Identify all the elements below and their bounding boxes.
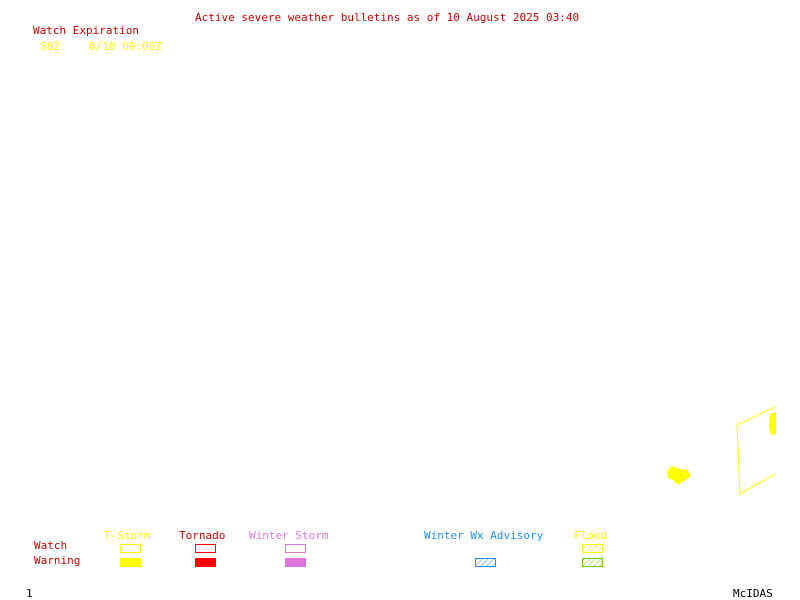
legend-winter-storm-warning-swatch xyxy=(285,558,306,567)
watch-expiration-header: Watch Expiration xyxy=(33,24,139,37)
legend-tstorm-watch-swatch xyxy=(120,544,141,553)
legend-warning-row-label: Warning xyxy=(34,554,81,567)
legend-tornado-warning-swatch xyxy=(195,558,216,567)
legend-flood-watch-swatch xyxy=(582,544,603,553)
legend-winter-wx-advisory-swatch xyxy=(475,558,496,567)
tstorm-watch-polygon xyxy=(736,406,776,495)
legend-winter-storm-watch-swatch xyxy=(285,544,306,553)
legend-tornado-label: Tornado xyxy=(179,529,226,542)
legend-winter-storm-label: Winter Storm xyxy=(249,529,329,542)
bulletin-title: Active severe weather bulletins as of 10… xyxy=(195,11,580,24)
watch-id: 582 xyxy=(40,40,60,53)
frame-number: 1 xyxy=(26,587,33,600)
tstorm-warning-area xyxy=(667,466,691,485)
legend-winter-wx-advisory-label: Winter Wx Advisory xyxy=(424,529,544,542)
legend-flood-label: Flood xyxy=(574,529,608,542)
software-label: McIDAS xyxy=(733,587,773,600)
legend-watch-row-label: Watch xyxy=(34,539,68,552)
legend-tstorm-warning-swatch xyxy=(120,558,141,567)
legend-tstorm-label: T-Storm xyxy=(104,529,151,542)
legend-flood-warning-swatch xyxy=(582,558,603,567)
tstorm-warning-area xyxy=(769,412,776,435)
watch-expiration-time: 8/10 09:00Z xyxy=(89,40,162,53)
legend-tornado-watch-swatch xyxy=(195,544,216,553)
